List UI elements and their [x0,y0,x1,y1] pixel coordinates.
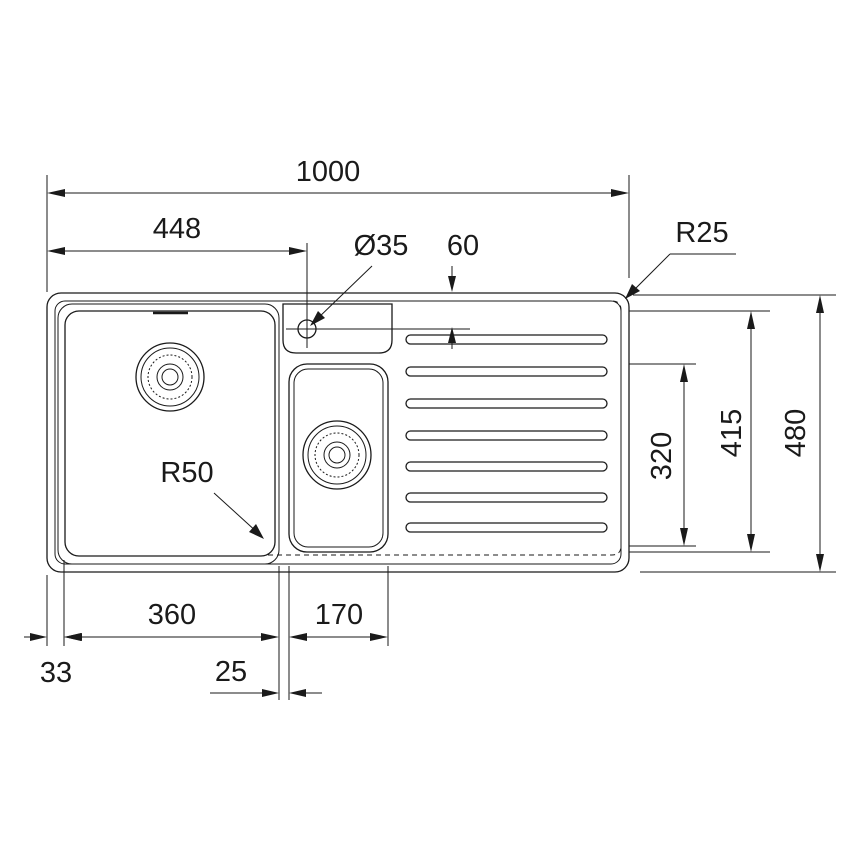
dimension-label: 170 [315,599,363,631]
dimension-label: 320 [646,432,678,480]
dimension-60: 60 [447,230,479,349]
drainer-groove [405,430,608,441]
dimension-r50: R50 [160,457,264,539]
dimension-480: 480 [633,294,836,573]
dimension-1000: 1000 [46,156,630,292]
dimension-label: 1000 [296,156,361,188]
dimension-label: 25 [215,656,247,688]
drainer-groove [405,366,608,377]
dimension-tap-hole: Ø35 [310,230,408,326]
bottom-extension-lines [46,560,389,700]
dimension-label: 415 [716,409,748,457]
drainer-groove [405,461,608,472]
dimension-label: R50 [160,457,213,489]
small-bowl-drain-icon [302,420,372,490]
dimension-label: 480 [780,409,812,457]
rim-dashed-line [262,300,622,556]
drainer-groove [405,492,608,503]
main-bowl-drain-icon [135,342,205,412]
dimension-25: 25 [210,656,322,697]
dimension-415: 415 [629,310,770,553]
main-bowl [57,303,280,565]
dimension-label: 448 [153,213,201,245]
drainer-groove [405,522,608,533]
dimension-r25: R25 [625,217,736,299]
dimension-label: 60 [447,230,479,262]
drainer-groove [405,334,608,345]
dimension-label: 360 [148,599,196,631]
dimension-320: 320 [629,363,696,547]
dimension-33: 33 [24,633,86,689]
drainer-grooves [405,334,608,533]
dimension-label: 33 [40,657,72,689]
small-bowl [288,363,389,553]
drainer-groove [405,398,608,409]
dimension-label: Ø35 [354,230,409,262]
sink-outline [46,292,630,573]
dimension-170: 170 [289,599,388,641]
tap-hole-area [282,303,470,354]
dimension-448: 448 [47,213,308,318]
dimension-360: 360 [64,599,279,641]
dimension-label: R25 [675,217,728,249]
